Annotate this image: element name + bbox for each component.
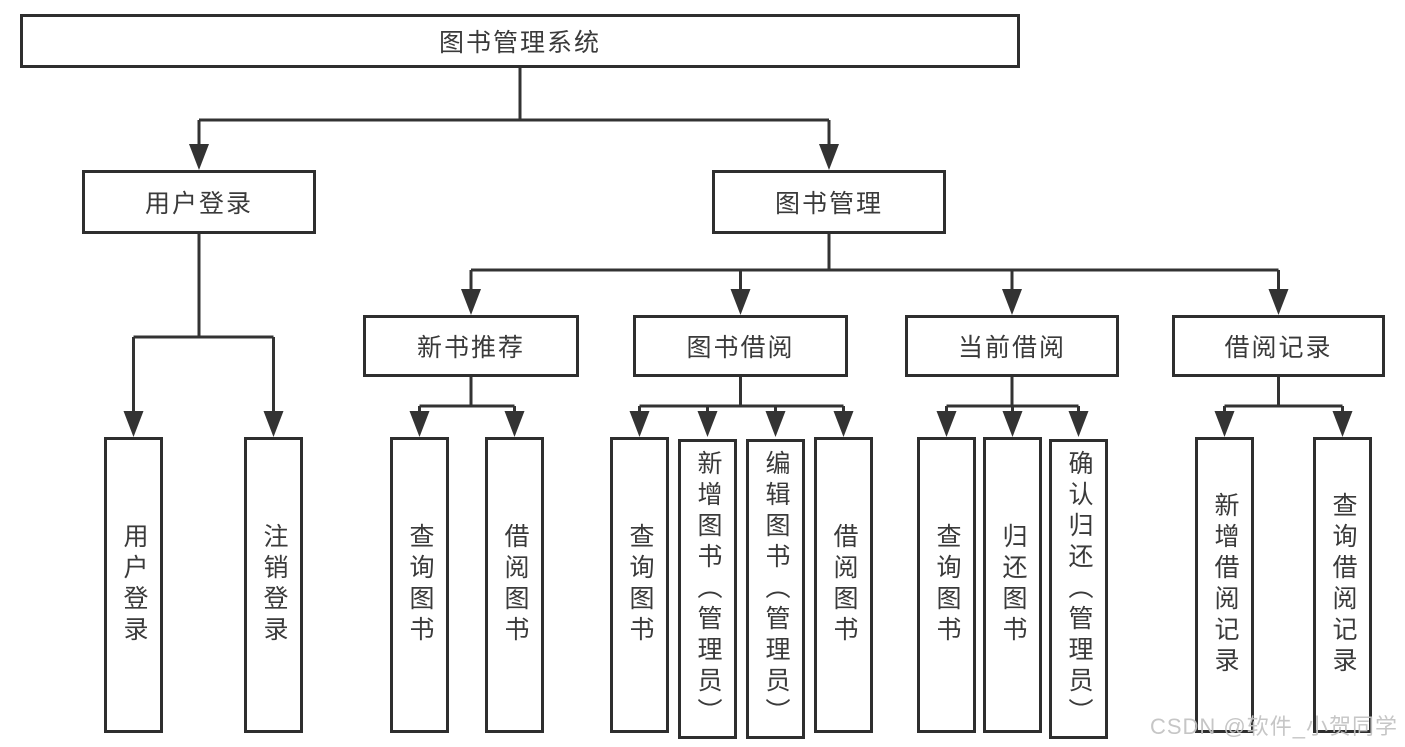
leaf-borrowing-add-book-admin: 新增图书（管理员） <box>678 439 737 739</box>
node-new-book-recommend: 新书推荐 <box>363 315 579 377</box>
node-borrowing-records: 借阅记录 <box>1172 315 1385 377</box>
leaf-records-add-record: 新增借阅记录 <box>1195 437 1254 733</box>
leaf-records-query-record: 查询借阅记录 <box>1313 437 1372 733</box>
node-root-library-system: 图书管理系统 <box>20 14 1020 68</box>
leaf-current-return-book: 归还图书 <box>983 437 1042 733</box>
leaf-borrowing-edit-book-admin: 编辑图书（管理员） <box>746 439 805 739</box>
leaf-recommend-query-book: 查询图书 <box>390 437 449 733</box>
node-current-borrowing: 当前借阅 <box>905 315 1119 377</box>
leaf-logout-login: 注销登录 <box>244 437 303 733</box>
leaf-borrowing-query-book: 查询图书 <box>610 437 669 733</box>
node-user-login: 用户登录 <box>82 170 316 234</box>
leaf-user-login: 用户登录 <box>104 437 163 733</box>
node-book-management: 图书管理 <box>712 170 946 234</box>
csdn-watermark: CSDN @软件_小贺同学 <box>1149 714 1398 739</box>
leaf-borrowing-borrow-book: 借阅图书 <box>814 437 873 733</box>
leaf-current-query-book: 查询图书 <box>917 437 976 733</box>
leaf-current-confirm-return-admin: 确认归还（管理员） <box>1049 439 1108 739</box>
node-book-borrowing: 图书借阅 <box>633 315 848 377</box>
leaf-recommend-borrow-book: 借阅图书 <box>485 437 544 733</box>
